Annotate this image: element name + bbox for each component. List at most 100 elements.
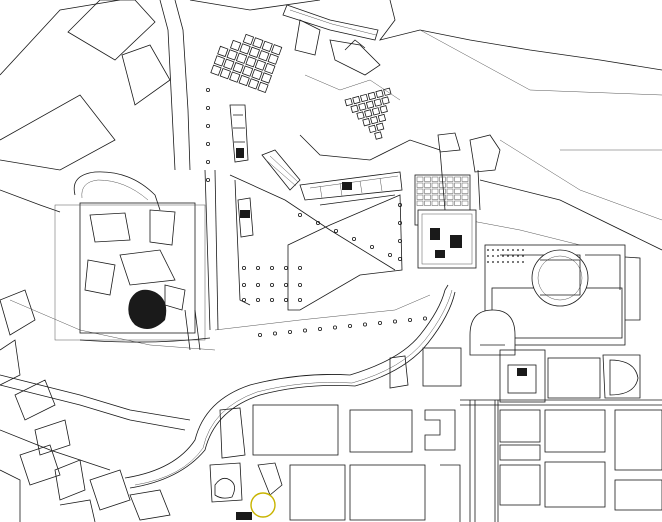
paving-tile xyxy=(248,46,261,58)
paving-tile xyxy=(373,98,382,107)
column-symbol xyxy=(487,249,489,251)
paving-tile xyxy=(431,200,439,206)
column-symbol xyxy=(492,249,494,251)
paving-tile xyxy=(229,71,241,83)
tree-symbol xyxy=(407,317,412,322)
paving-tile xyxy=(377,113,387,123)
tree-symbol xyxy=(255,265,260,270)
paving-tile xyxy=(454,200,461,206)
serpentine-wall xyxy=(124,284,456,489)
paving-tile xyxy=(217,45,229,58)
paving-tile xyxy=(379,105,388,114)
paving-tile xyxy=(461,194,469,200)
paving-tile xyxy=(439,188,446,194)
column-symbol xyxy=(497,261,499,263)
paving-tile xyxy=(264,62,276,75)
paving-tile xyxy=(446,182,454,188)
paving-tile xyxy=(446,200,454,206)
tree-symbol xyxy=(205,141,210,146)
paving-tile xyxy=(219,68,231,80)
paving-tile xyxy=(247,78,260,90)
highlight-circle xyxy=(250,492,276,518)
column-symbol xyxy=(512,249,514,251)
column-symbol xyxy=(487,255,489,257)
tree-symbol xyxy=(369,244,374,249)
paving-tile xyxy=(424,200,431,206)
column-symbol xyxy=(502,249,504,251)
tree-symbol xyxy=(347,323,352,328)
paving-tile xyxy=(431,188,439,194)
tree-symbol xyxy=(397,220,402,225)
tree-symbol xyxy=(241,265,246,270)
paving-tile xyxy=(454,182,461,188)
column-symbol xyxy=(522,255,524,257)
tree-symbol xyxy=(241,282,246,287)
tree-symbol xyxy=(283,297,288,302)
tree-symbol xyxy=(269,282,274,287)
paving-tile xyxy=(252,37,264,49)
paving-tile xyxy=(424,194,431,200)
tree-symbol xyxy=(205,124,210,129)
tree-symbol xyxy=(297,265,302,270)
paving-tile xyxy=(431,194,439,200)
paving-tile xyxy=(350,104,359,113)
paving-tile xyxy=(375,89,384,99)
paving-tile xyxy=(431,176,439,182)
tree-symbol xyxy=(392,319,397,324)
west-oval-plaza xyxy=(54,171,211,351)
tree-symbol xyxy=(317,326,322,331)
paving-tile xyxy=(356,111,365,120)
paving-tile xyxy=(461,188,469,194)
paving-tile xyxy=(416,182,424,188)
column-symbol xyxy=(522,261,524,263)
paving-tile xyxy=(226,49,238,61)
column-symbol xyxy=(502,261,504,263)
south-city-blocks xyxy=(209,347,662,522)
tree-symbol xyxy=(387,252,392,257)
tree-symbol xyxy=(297,297,302,302)
paving-tile xyxy=(424,176,431,182)
paving-tile xyxy=(454,194,461,200)
paving-tile xyxy=(368,124,377,134)
column-symbol xyxy=(512,261,514,263)
paving-tile xyxy=(439,194,446,200)
tree-symbol xyxy=(283,282,288,287)
paving-tile xyxy=(239,43,251,55)
paving-tile xyxy=(367,91,377,101)
paving-tile xyxy=(352,95,361,105)
north-buildings xyxy=(210,4,441,163)
paving-tile xyxy=(416,188,424,194)
paving-tile xyxy=(261,40,273,52)
column-symbol xyxy=(517,261,519,263)
tree-symbol xyxy=(257,332,262,337)
tree-symbol xyxy=(297,282,302,287)
paving-tile xyxy=(270,44,283,56)
central-park xyxy=(204,88,431,337)
paving-tile xyxy=(258,50,270,62)
paving-tile xyxy=(370,115,379,125)
paving-tile xyxy=(424,188,431,194)
tree-symbol xyxy=(397,202,402,207)
tree-symbol xyxy=(362,322,367,327)
paving-tile xyxy=(454,176,461,182)
paving-tile xyxy=(254,59,267,71)
paving-tile xyxy=(446,188,454,194)
tree-symbol xyxy=(255,282,260,287)
paving-tile xyxy=(381,96,390,105)
paving-tile xyxy=(344,97,353,107)
paving-tile xyxy=(257,81,269,93)
paving-tile xyxy=(267,53,279,65)
paving-tile xyxy=(431,182,439,188)
paving-tile xyxy=(446,176,454,182)
paving-tile xyxy=(245,56,257,68)
column-symbol xyxy=(517,249,519,251)
paving-tile xyxy=(238,74,250,87)
column-symbol xyxy=(497,249,499,251)
tree-symbol xyxy=(397,238,402,243)
paving-tile xyxy=(260,72,273,84)
tree-symbol xyxy=(205,88,210,93)
tree-symbol xyxy=(297,212,302,217)
column-symbol xyxy=(507,261,509,263)
